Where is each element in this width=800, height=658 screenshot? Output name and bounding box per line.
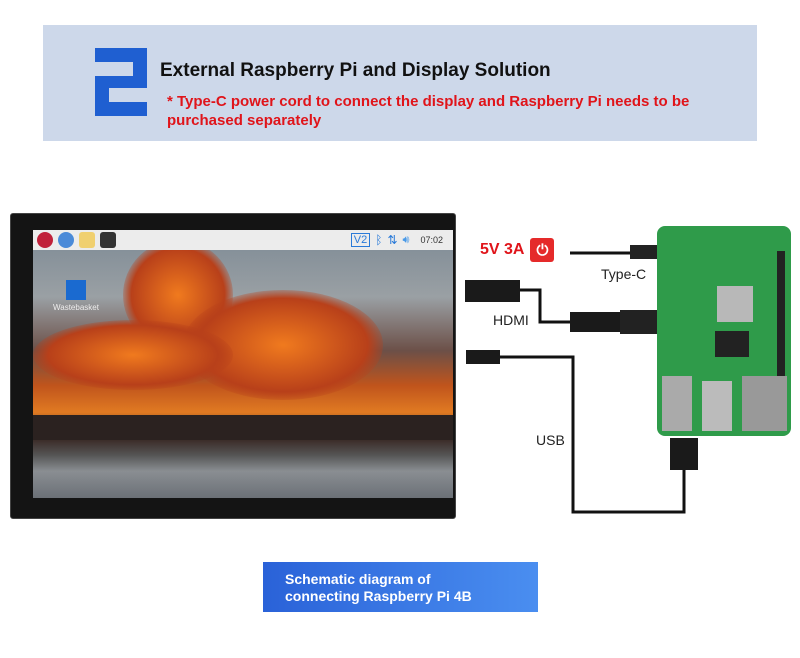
folder-icon[interactable] (79, 232, 95, 248)
usb-label: USB (536, 432, 565, 448)
wastebasket-label: Wastebasket (53, 303, 99, 312)
header-note: * Type-C power cord to connect the displ… (167, 93, 690, 129)
raspberry-menu-icon[interactable] (37, 232, 53, 248)
network-icon[interactable]: ⇅ (387, 233, 398, 247)
vnc-icon[interactable]: V2 (350, 233, 371, 247)
power-label: 5V 3A ⏻ (480, 238, 555, 262)
taskbar: V2 ᛒ ⇅ 🔊︎ 07:02 (33, 230, 453, 250)
display-monitor: V2 ᛒ ⇅ 🔊︎ 07:02 Wastebasket (10, 213, 456, 519)
power-icon: ⏻ (530, 238, 555, 262)
caption-box: Schematic diagram of connecting Raspberr… (263, 562, 538, 612)
browser-icon[interactable] (58, 232, 74, 248)
wastebasket-shortcut[interactable]: Wastebasket (53, 280, 99, 312)
monitor-screen: V2 ᛒ ⇅ 🔊︎ 07:02 Wastebasket (33, 230, 453, 498)
type-c-label: Type-C (601, 266, 647, 282)
raspberry-pi-board (657, 226, 791, 436)
cpu-chip (717, 286, 753, 322)
header-banner: External Raspberry Pi and Display Soluti… (43, 25, 757, 141)
volume-icon[interactable]: 🔊︎ (402, 233, 410, 246)
bluetooth-icon[interactable]: ᛒ (375, 233, 383, 247)
caption-line-1: Schematic diagram of (285, 571, 431, 587)
step-number-icon (95, 48, 147, 116)
power-spec: 5V 3A (480, 241, 525, 258)
clock: 07:02 (420, 235, 443, 245)
hdmi-label: HDMI (493, 312, 529, 328)
terminal-icon[interactable] (100, 232, 116, 248)
header-title: External Raspberry Pi and Display Soluti… (160, 60, 551, 81)
caption-line-2: connecting Raspberry Pi 4B (285, 588, 472, 604)
wastebasket-icon (65, 280, 86, 300)
